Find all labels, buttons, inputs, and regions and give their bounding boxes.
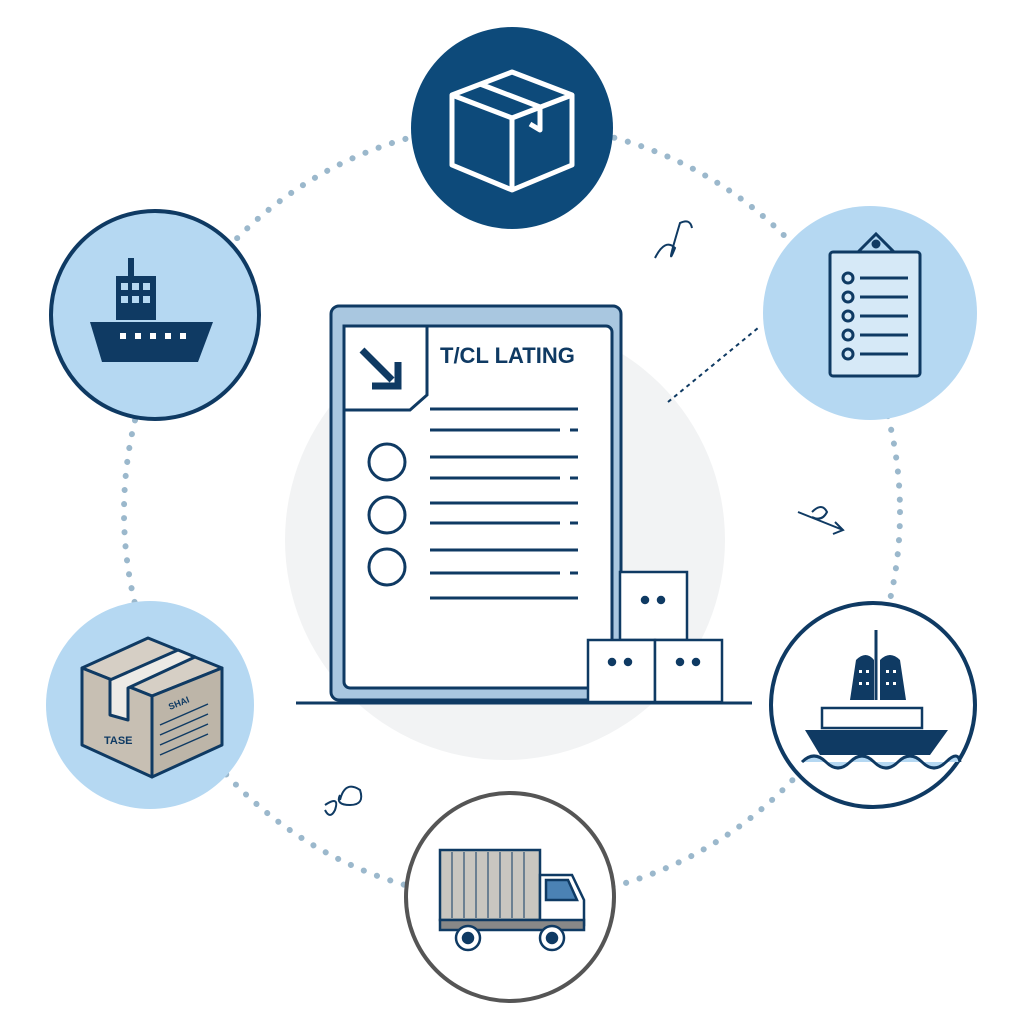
cardboard-box-node[interactable]: SHAI TASE [46,601,254,809]
ship-icon [90,258,213,362]
document-title: T/CL LATING [440,343,575,368]
connector-marks [324,220,845,816]
stacked-boxes-icon [586,570,724,704]
checkbox-circles [367,442,407,587]
ship-node[interactable] [49,209,261,421]
box-front-label: TASE [104,735,133,747]
checklist-node[interactable] [763,206,977,420]
checklist-icon [828,231,922,378]
document-icon: T/CL LATING [296,304,752,705]
cargo-ship-icon [800,630,962,770]
package-icon [449,69,575,193]
truck-node[interactable] [404,791,616,1003]
package-node[interactable] [411,27,613,229]
cardboard-box-icon [80,636,224,779]
cargo-ship-node[interactable] [769,601,977,809]
truck-icon [438,848,586,952]
